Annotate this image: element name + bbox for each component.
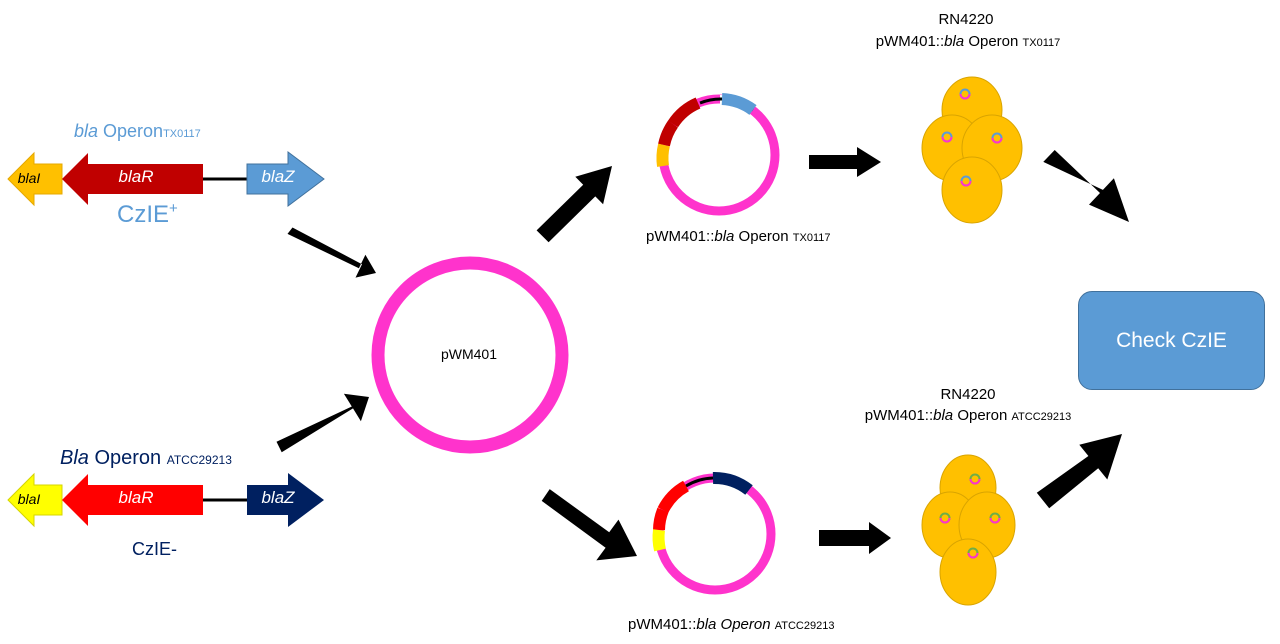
- arrow-bottom-cells-to-check: [1036, 434, 1122, 509]
- top-blaI-label: blaI: [17, 170, 41, 186]
- top-construct-plasmid: [656, 93, 780, 216]
- top-host-construct: pWM401::bla Operon TX0117: [875, 33, 1061, 50]
- arrow-top-construct-to-cells: [809, 147, 881, 177]
- arrow-bottom-construct-to-cells: [819, 522, 891, 554]
- top-operon-genes: [7, 151, 325, 207]
- arrow-top-cells-to-check: [1043, 150, 1129, 222]
- bottom-construct-label: pWM401::bla Operon ATCC29213: [628, 616, 835, 633]
- arrow-top-operon-to-vector: [287, 227, 376, 278]
- bottom-operon-title: Bla Operon ATCC29213: [60, 447, 232, 469]
- bottom-operon-genes: [7, 472, 324, 528]
- arrow-bottom-operon-to-vector: [276, 393, 369, 453]
- bottom-blaR-gene-arrow: [62, 474, 203, 526]
- check-czie-label: Check CzIE: [1116, 328, 1227, 352]
- top-rn4220-cell-cluster: [921, 76, 1023, 224]
- arrow-vector-to-bottom-construct: [541, 489, 637, 561]
- top-blaR-gene-arrow: [62, 153, 203, 205]
- arrow-vector-to-top-construct: [536, 166, 612, 243]
- top-blaR-label: blaR: [118, 167, 154, 186]
- top-blaZ-label: blaZ: [261, 167, 295, 186]
- cell: [939, 538, 997, 606]
- bottom-phenotype-label: CzIE-: [132, 539, 177, 559]
- top-host-strain: RN4220: [938, 11, 994, 28]
- top-phenotype-label: CzIE+: [117, 200, 178, 228]
- check-czie-box: Check CzIE: [1078, 291, 1265, 390]
- cell: [941, 156, 1003, 224]
- bottom-blaI-label: blaI: [17, 491, 41, 507]
- top-blaZ-gene-arrow: [246, 151, 325, 207]
- bottom-host-strain: RN4220: [940, 386, 996, 403]
- bottom-blaR-label: blaR: [118, 488, 154, 507]
- bottom-blaZ-gene-arrow: [247, 473, 324, 527]
- top-operon-title: bla OperonTX0117: [74, 121, 201, 141]
- bottom-blaZ-label: blaZ: [261, 488, 295, 507]
- vector-label: pWM401: [440, 346, 498, 362]
- bottom-rn4220-cell-cluster: [921, 454, 1016, 606]
- bottom-construct-plasmid: [652, 472, 776, 595]
- top-construct-label: pWM401::bla Operon TX0117: [646, 228, 831, 245]
- pwm401-vector-plasmid: [371, 256, 569, 454]
- bottom-host-construct: pWM401::bla Operon ATCC29213: [864, 407, 1072, 424]
